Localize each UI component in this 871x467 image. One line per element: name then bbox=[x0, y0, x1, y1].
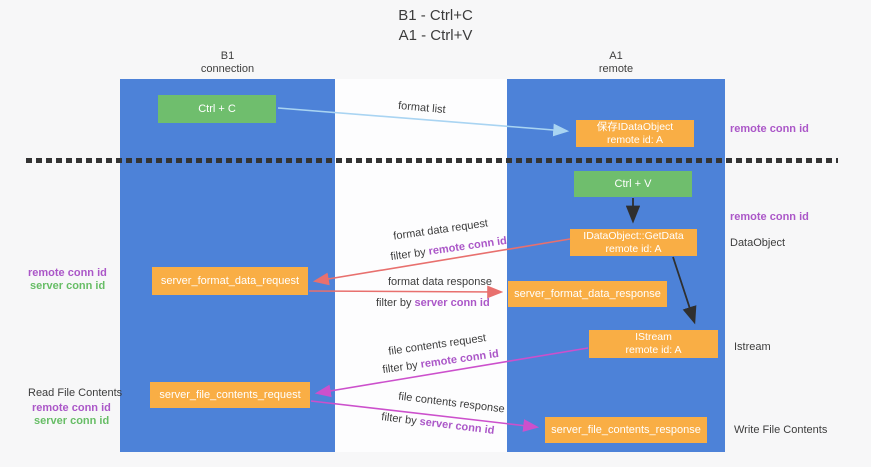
ctrl-c-box: Ctrl + C bbox=[158, 95, 276, 123]
save-dataobject-box: 保存IDataObject remote id: A bbox=[576, 120, 694, 147]
dashed-separator bbox=[26, 158, 838, 163]
server-conn-id-text-1: server conn id bbox=[414, 297, 490, 309]
server-format-data-request-label: server_format_data_request bbox=[160, 275, 300, 287]
left-server-conn-id-bottom: server conn id bbox=[34, 415, 110, 427]
server-file-contents-request-label: server_file_contents_request bbox=[159, 389, 301, 401]
lane-b1-subtitle: connection bbox=[200, 63, 255, 75]
istream-box: IStream remote id: A bbox=[589, 330, 718, 358]
getdata-line2: remote id: A bbox=[605, 242, 662, 255]
server-format-data-request-box: server_format_data_request bbox=[152, 267, 308, 295]
lane-b1-name: B1 bbox=[220, 50, 235, 62]
save-dataobject-line1: 保存IDataObject bbox=[596, 120, 674, 133]
getdata-box: IDataObject::GetData remote id: A bbox=[570, 229, 697, 256]
filter-by-text-2: filter by bbox=[376, 297, 415, 309]
ctrl-v-box: Ctrl + V bbox=[574, 171, 692, 197]
istream-label: Istream bbox=[734, 341, 771, 353]
server-format-data-response-box: server_format_data_response bbox=[508, 281, 667, 307]
lane-header-b1: B1 connection bbox=[120, 50, 335, 76]
left-remote-conn-id-bottom: remote conn id bbox=[32, 402, 111, 414]
lane-header-a1: A1 remote bbox=[507, 50, 725, 76]
label-filter-server-1: filter by server conn id bbox=[376, 297, 490, 309]
server-file-contents-request-box: server_file_contents_request bbox=[150, 382, 310, 408]
left-remote-conn-id-top: remote conn id bbox=[28, 267, 107, 279]
title-line-2: A1 - Ctrl+V bbox=[398, 27, 473, 44]
diagram-title: B1 - Ctrl+C A1 - Ctrl+V bbox=[0, 6, 871, 46]
lane-a1-name: A1 bbox=[609, 50, 623, 62]
server-format-data-response-label: server_format_data_response bbox=[514, 288, 661, 300]
left-server-conn-id-top: server conn id bbox=[30, 280, 106, 292]
title-line-1: B1 - Ctrl+C bbox=[398, 7, 473, 24]
save-dataobject-line2: remote id: A bbox=[606, 133, 664, 146]
lane-a1-subtitle: remote bbox=[598, 63, 634, 75]
write-file-contents-label: Write File Contents bbox=[734, 424, 828, 436]
right-remote-conn-id-mid: remote conn id bbox=[730, 211, 809, 223]
right-remote-conn-id-top: remote conn id bbox=[730, 123, 809, 135]
ctrl-v-label: Ctrl + V bbox=[614, 178, 652, 190]
read-file-contents-label: Read File Contents bbox=[28, 387, 123, 399]
istream-line1: IStream bbox=[635, 331, 672, 343]
ctrl-c-label: Ctrl + C bbox=[198, 103, 236, 115]
label-format-data-response: format data response bbox=[388, 276, 492, 288]
server-file-contents-response-box: server_file_contents_response bbox=[545, 417, 707, 443]
getdata-line1: IDataObject::GetData bbox=[583, 229, 684, 242]
server-file-contents-response-label: server_file_contents_response bbox=[551, 424, 701, 436]
istream-line2: remote id: A bbox=[625, 344, 682, 356]
dataobject-label: DataObject bbox=[730, 237, 786, 249]
